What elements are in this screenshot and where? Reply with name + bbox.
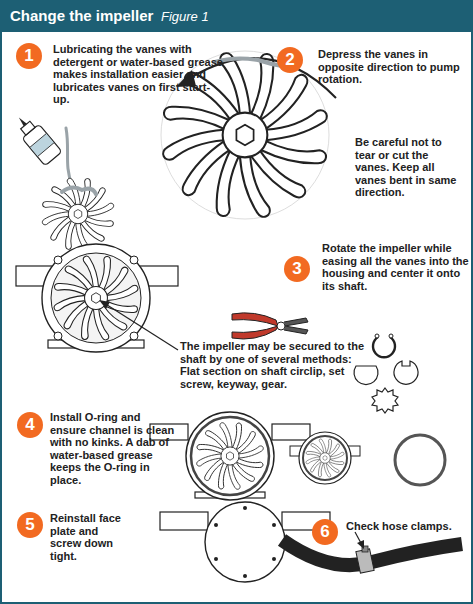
screw	[214, 557, 218, 561]
pump-housing	[16, 244, 178, 352]
housed-impeller	[196, 422, 264, 490]
outlet-pipe	[272, 424, 310, 440]
o-ring-channel	[303, 436, 347, 480]
circlip	[373, 337, 395, 357]
bolt-hole	[130, 256, 138, 264]
header-band	[0, 0, 473, 32]
pointer-head	[357, 540, 364, 549]
circlip-eye	[375, 334, 379, 338]
step-number: 4	[17, 412, 43, 438]
screw	[214, 523, 218, 527]
step-number-circle: 6	[312, 519, 338, 545]
small-impeller	[42, 178, 115, 251]
housing-bore	[51, 253, 141, 343]
housing-body	[42, 244, 150, 352]
bolt-hole	[54, 256, 62, 264]
o-ring	[395, 435, 445, 485]
step-number: 1	[16, 43, 42, 69]
keyway-shaft	[394, 361, 418, 384]
gear-shaft	[372, 388, 398, 413]
housing-body	[299, 432, 351, 484]
leader-line	[104, 303, 178, 350]
step-number: 2	[277, 47, 303, 73]
pump-face-plate	[160, 502, 330, 582]
step-number: 5	[17, 512, 43, 538]
bottle-label	[30, 133, 55, 156]
step-note: Depress the vanes in opposite direction …	[318, 48, 463, 86]
step-note: Reinstall face plate and screw down tigh…	[50, 512, 122, 562]
step-number: 3	[284, 256, 310, 282]
figure-title: Change the impeller	[10, 7, 153, 25]
hose-clamp	[356, 549, 374, 573]
plier-jaw	[284, 326, 308, 334]
grease-bottle	[10, 110, 62, 166]
step-number-circle: 5	[17, 512, 43, 538]
screw	[272, 557, 276, 561]
step-number-circle: 3	[284, 256, 310, 282]
bolt-hole	[130, 332, 138, 340]
screw	[243, 574, 247, 578]
step-note: Check hose clamps.	[346, 520, 466, 533]
plier-handle	[232, 313, 278, 326]
securing-note: The impeller may be secured to the shaft…	[180, 340, 372, 390]
plier-pivot	[277, 322, 285, 330]
screw	[243, 506, 247, 510]
inlet-pipe	[160, 512, 208, 530]
grease-smear	[215, 58, 282, 66]
o-ring-channel	[191, 417, 269, 495]
grease-drip	[66, 128, 72, 185]
step-number-circle: 2	[277, 47, 303, 73]
bolt-hole	[54, 332, 62, 340]
figure-number: Figure 1	[161, 9, 209, 25]
face-plate	[205, 502, 285, 582]
screw	[272, 523, 276, 527]
housed-impeller	[53, 255, 138, 340]
grease-blob	[62, 187, 96, 194]
flat-shaft	[354, 366, 378, 385]
housed-impeller	[306, 439, 345, 478]
plier-handle	[232, 326, 278, 339]
caution-note: Be careful not to tear or cut the vanes.…	[355, 136, 465, 199]
leader-head	[99, 300, 110, 309]
step-note: Rotate the impeller while easing all the…	[322, 242, 470, 292]
circlip-pliers	[232, 313, 308, 339]
step-number-circle: 1	[16, 43, 42, 69]
step-number-circle: 4	[17, 412, 43, 438]
step-note: Install O-ring and ensure channel is cle…	[50, 411, 178, 487]
plier-jaw	[284, 318, 308, 326]
step-note: Lubricating the vanes with detergent or …	[53, 43, 225, 106]
small-housing	[290, 432, 360, 484]
bottle-nozzle	[17, 116, 26, 126]
step-number: 6	[312, 519, 338, 545]
housing-body	[186, 412, 274, 500]
circlip-eye	[389, 334, 393, 338]
